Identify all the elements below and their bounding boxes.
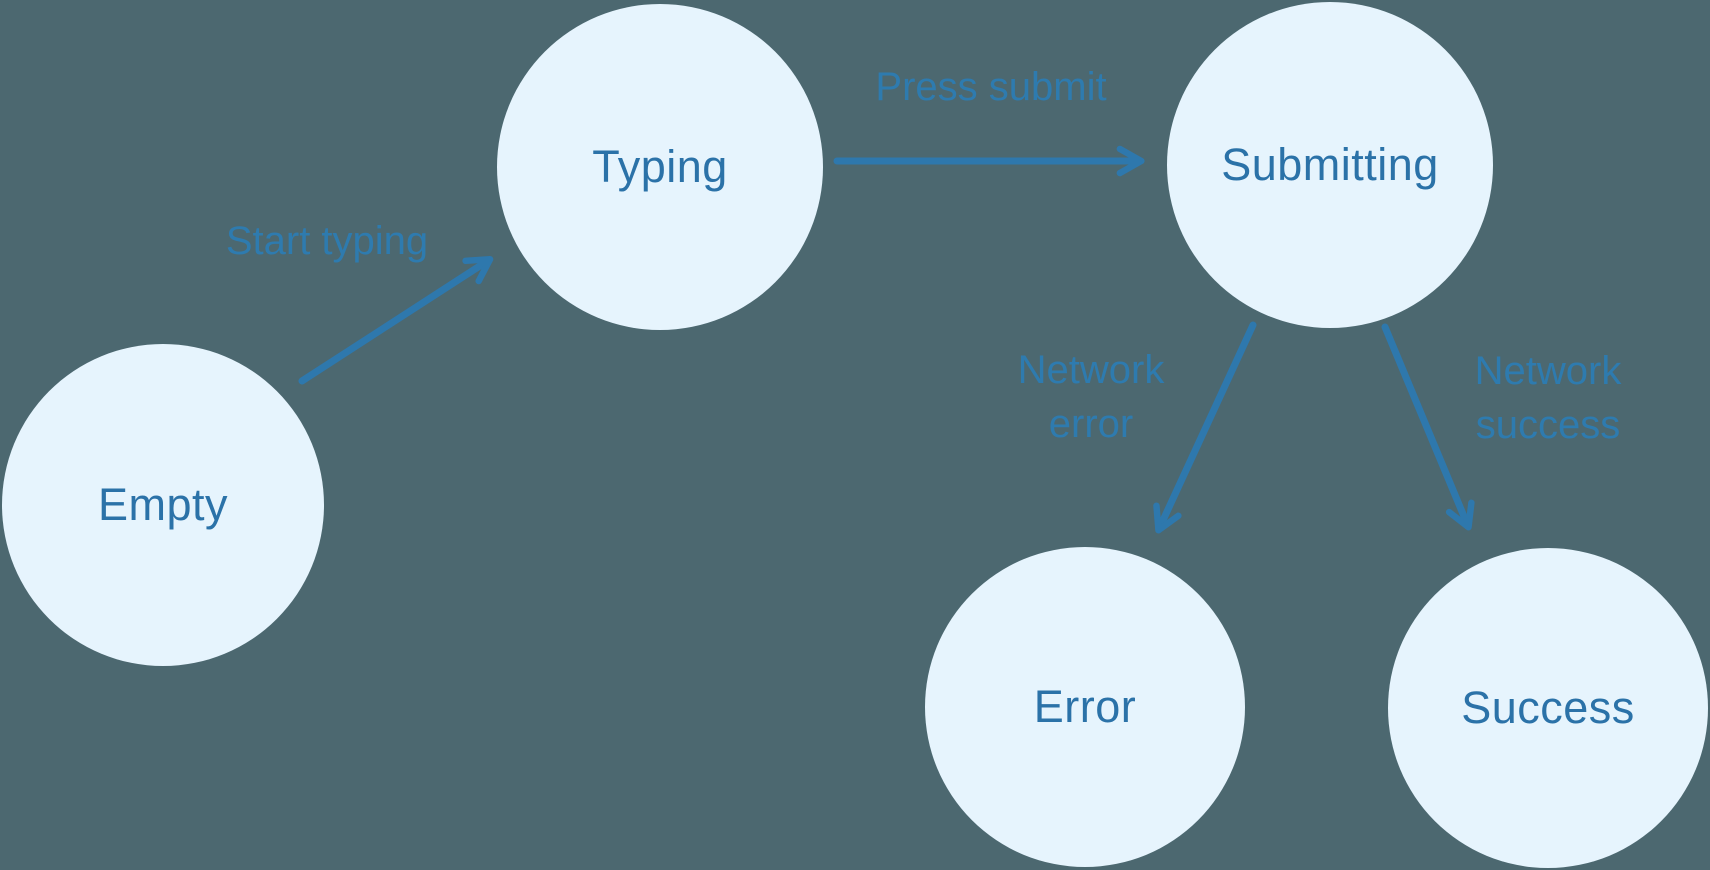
arrow-submitting-to-success bbox=[1381, 323, 1475, 531]
state-label-success: Success bbox=[1461, 682, 1635, 733]
state-node-success[interactable]: Success bbox=[1388, 548, 1708, 868]
state-label-typing: Typing bbox=[592, 141, 728, 192]
transition-label-network-success: Network success bbox=[1474, 349, 1622, 447]
transition-label-start-typing: Start typing bbox=[225, 219, 429, 263]
arrow-submitting-to-error bbox=[1153, 321, 1257, 534]
state-label-submitting: Submitting bbox=[1221, 139, 1439, 190]
state-node-error[interactable]: Error bbox=[925, 547, 1245, 867]
state-node-submitting[interactable]: Submitting bbox=[1167, 2, 1493, 328]
state-label-empty: Empty bbox=[97, 479, 229, 530]
state-node-typing[interactable]: Typing bbox=[497, 4, 823, 330]
arrow-empty-to-typing bbox=[298, 256, 494, 385]
state-label-error: Error bbox=[1033, 681, 1137, 732]
state-node-empty[interactable]: Empty bbox=[2, 344, 324, 666]
transition-label-press-submit: Press submit bbox=[875, 65, 1107, 109]
transition-label-network-error: Network error bbox=[1017, 348, 1165, 446]
